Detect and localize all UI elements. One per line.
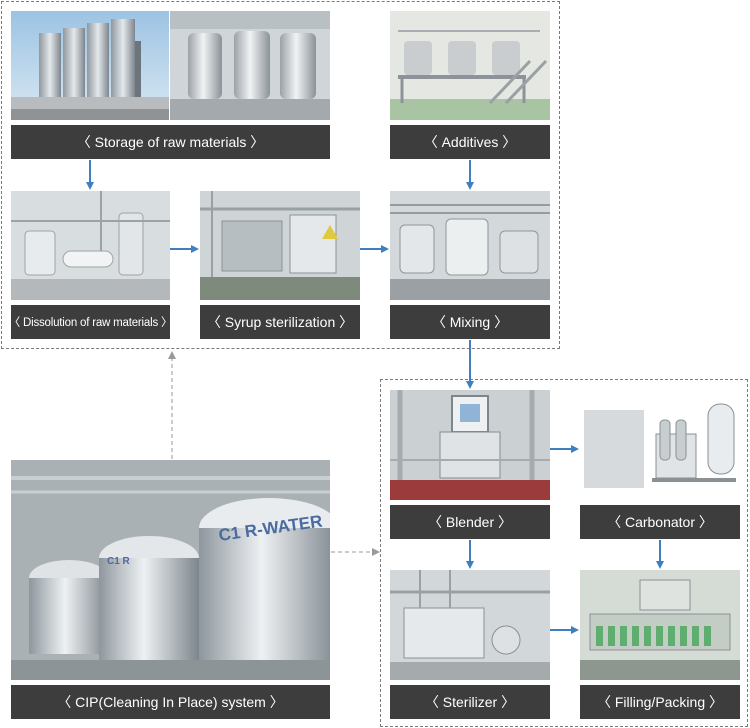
storage-tanks-photo bbox=[170, 11, 330, 120]
storage-silos-photo bbox=[11, 11, 169, 120]
mixing-label: 〈 Mixing 〉 bbox=[390, 305, 550, 339]
cip-photo: C1 R-WATER C1 R bbox=[11, 460, 330, 680]
sterilizer-photo bbox=[390, 570, 550, 680]
filling-packing-label: 〈 Filling/Packing 〉 bbox=[580, 685, 740, 719]
additives-photo bbox=[390, 11, 550, 120]
cip-label: 〈 CIP(Cleaning In Place) system 〉 bbox=[11, 685, 330, 719]
cip-tank-text-mid: C1 R bbox=[107, 556, 131, 567]
carbonator-label: 〈 Carbonator 〉 bbox=[580, 505, 740, 539]
dissolution-label: 〈 Dissolution of raw materials 〉 bbox=[9, 305, 173, 339]
processing-group-box bbox=[380, 379, 748, 727]
dissolution-photo bbox=[11, 191, 170, 300]
filling-packing-photo bbox=[580, 570, 740, 680]
storage-label: 〈 Storage of raw materials 〉 bbox=[11, 125, 330, 159]
syrup-sterilization-photo bbox=[200, 191, 360, 300]
blender-photo bbox=[390, 390, 550, 500]
sterilizer-label: 〈 Sterilizer 〉 bbox=[390, 685, 550, 719]
additives-label: 〈 Additives 〉 bbox=[390, 125, 550, 159]
blender-label: 〈 Blender 〉 bbox=[390, 505, 550, 539]
preparation-group-box bbox=[1, 1, 560, 349]
mixing-photo bbox=[390, 191, 550, 300]
carbonator-photo bbox=[580, 390, 740, 500]
syrup-sterilization-label: 〈 Syrup sterilization 〉 bbox=[200, 305, 360, 339]
